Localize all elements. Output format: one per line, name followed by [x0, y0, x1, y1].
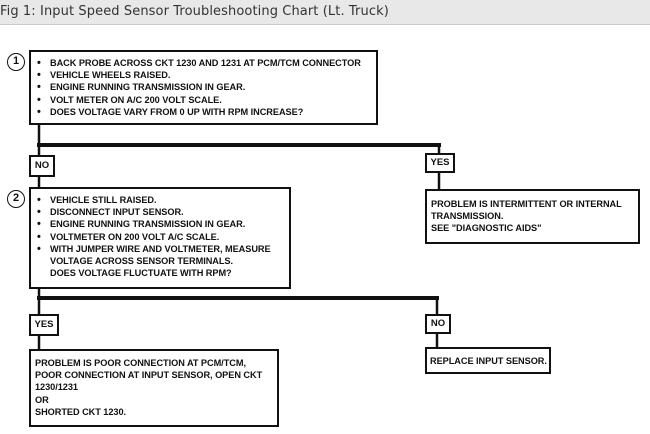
step-2-line: WITH JUMPER WIRE AND VOLTMETER, MEASURE	[36, 243, 271, 255]
result-line: PROBLEM IS INTERMITTENT OR INTERNAL	[431, 199, 622, 209]
step-1-yes-box: YES	[425, 153, 455, 173]
step-1-line: BACK PROBE ACROSS CKT 1230 AND 1231 AT P…	[36, 57, 361, 69]
step-2-line: VEHICLE STILL RAISED.	[36, 194, 271, 206]
figure-title-bar: Fig 1: Input Speed Sensor Troubleshootin…	[0, 0, 650, 25]
step-2-marker: 2	[7, 190, 25, 208]
result-line: SEE "DIAGNOSTIC AIDS"	[431, 223, 542, 234]
step-2-number: 2	[12, 192, 20, 204]
step-2-line: VOLTAGE ACROSS SENSOR TERMINALS.	[50, 256, 234, 267]
step-1-no-label: NO	[34, 160, 50, 171]
step-2-yes-box: YES	[29, 314, 59, 336]
step-2-text: VEHICLE STILL RAISED. DISCONNECT INPUT S…	[36, 194, 271, 279]
step-1-yes-label: YES	[430, 157, 450, 168]
step-1-no-box: NO	[29, 155, 55, 177]
step-1-box: BACK PROBE ACROSS CKT 1230 AND 1231 AT P…	[29, 50, 378, 125]
step-2-box: VEHICLE STILL RAISED. DISCONNECT INPUT S…	[29, 187, 291, 289]
result-line: PROBLEM IS POOR CONNECTION AT PCM/TCM,	[35, 358, 246, 368]
step-1-number: 1	[12, 55, 20, 67]
result-replace-sensor-box: REPLACE INPUT SENSOR.	[425, 347, 551, 374]
step-2-yes-label: YES	[34, 319, 54, 330]
result-line: 1230/1231	[35, 382, 78, 393]
figure-title: Fig 1: Input Speed Sensor Troubleshootin…	[0, 4, 389, 19]
step-1-marker: 1	[7, 53, 25, 71]
result-intermittent-box: PROBLEM IS INTERMITTENT OR INTERNAL TRAN…	[425, 189, 640, 244]
step-2-no-label: NO	[430, 318, 446, 329]
result-line: POOR CONNECTION AT INPUT SENSOR, OPEN CK…	[35, 370, 263, 381]
step-1-line: VOLT METER ON A/C 200 VOLT SCALE.	[36, 94, 361, 106]
result-line: SHORTED CKT 1230.	[35, 406, 127, 417]
result-line: TRANSMISSION.	[431, 211, 504, 222]
result-intermittent-text: PROBLEM IS INTERMITTENT OR INTERNAL TRAN…	[431, 198, 622, 235]
step-1-line: VEHICLE WHEELS RAISED.	[36, 69, 361, 81]
result-poor-connection-text: PROBLEM IS POOR CONNECTION AT PCM/TCM, P…	[35, 357, 262, 418]
step-2-line: VOLTMETER ON 200 VOLT A/C SCALE.	[36, 231, 271, 243]
step-1-text: BACK PROBE ACROSS CKT 1230 AND 1231 AT P…	[36, 57, 361, 118]
step-1-line: DOES VOLTAGE VARY FROM 0 UP WITH RPM INC…	[36, 106, 361, 118]
result-line: OR	[35, 394, 49, 405]
step-1-line: ENGINE RUNNING TRANSMISSION IN GEAR.	[36, 81, 361, 93]
result-line: REPLACE INPUT SENSOR.	[430, 356, 547, 366]
step-2-line: DOES VOLTAGE FLUCTUATE WITH RPM?	[50, 268, 232, 279]
step-2-no-box: NO	[425, 314, 451, 334]
step-2-line: DISCONNECT INPUT SENSOR.	[36, 206, 271, 218]
result-replace-sensor-text: REPLACE INPUT SENSOR.	[430, 355, 547, 367]
step-2-line: ENGINE RUNNING TRANSMISSION IN GEAR.	[36, 218, 271, 230]
result-poor-connection-box: PROBLEM IS POOR CONNECTION AT PCM/TCM, P…	[29, 349, 279, 427]
